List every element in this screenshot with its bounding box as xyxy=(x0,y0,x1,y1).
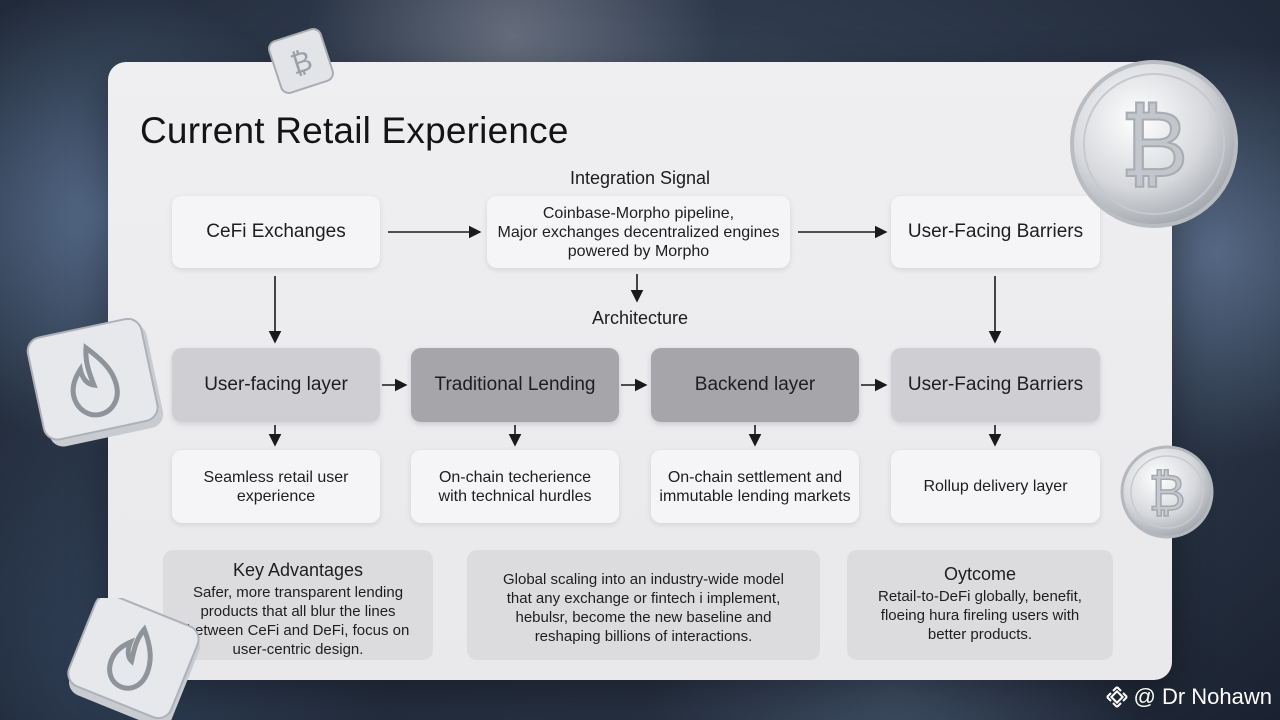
global-line-2: that any exchange or fintech i implement… xyxy=(506,590,781,607)
page-title: Current Retail Experience xyxy=(140,110,569,151)
cefi-exchanges-label: CeFi Exchanges xyxy=(206,221,346,242)
pipeline-line-3: powered by Morpho xyxy=(567,242,710,260)
onchain-settlement-box: On-chain settlement and immutable lendin… xyxy=(651,450,859,523)
author-watermark: @ Dr Nohawn xyxy=(1105,684,1273,710)
rollup-delivery-box: Rollup delivery layer xyxy=(891,450,1100,523)
onchain-line-1: On-chain techerience xyxy=(438,468,592,486)
pipeline-line-1: Coinbase-Morpho pipeline, xyxy=(542,204,735,222)
user-facing-layer-box: User-facing layer xyxy=(172,348,380,422)
integration-signal-label: Integration Signal xyxy=(569,168,711,188)
pipeline-box: Coinbase-Morpho pipeline, Major exchange… xyxy=(487,196,790,268)
barriers-top-label: User-Facing Barriers xyxy=(907,221,1084,242)
traditional-lending-label: Traditional Lending xyxy=(434,374,596,395)
advantages-line-3: between CeFi and DeFi, focus on xyxy=(186,622,410,639)
rollup-label: Rollup delivery layer xyxy=(923,478,1068,495)
global-line-3: hebulsr, become the new baseline and xyxy=(515,609,772,626)
outcome-title: Oytcome xyxy=(943,564,1017,584)
global-line-4: reshaping billions of interactions. xyxy=(534,628,753,645)
watermark-text: @ Dr Nohawn xyxy=(1133,684,1273,709)
seamless-line-1: Seamless retail user xyxy=(203,468,349,486)
barriers-top-box: User-Facing Barriers xyxy=(891,196,1100,268)
svg-text:₿: ₿ xyxy=(1148,464,1185,522)
settlement-line-2: immutable lending markets xyxy=(659,487,851,505)
key-advantages-title: Key Advantages xyxy=(232,560,364,580)
backend-layer-label: Backend layer xyxy=(694,374,816,395)
flame-tile-bottom-icon xyxy=(67,598,200,720)
seamless-line-2: experience xyxy=(236,487,316,505)
cefi-exchanges-box: CeFi Exchanges xyxy=(172,196,380,268)
user-facing-layer-label: User-facing layer xyxy=(204,374,348,395)
advantages-line-1: Safer, more transparent lending xyxy=(192,584,404,601)
pipeline-line-2: Major exchanges decentralized engines xyxy=(497,223,780,241)
outcome-line-3: better products. xyxy=(927,626,1033,643)
seamless-experience-box: Seamless retail user experience xyxy=(172,450,380,523)
traditional-lending-box: Traditional Lending xyxy=(411,348,619,422)
global-scaling-card: Global scaling into an industry-wide mod… xyxy=(467,550,820,660)
barriers-mid-label: User-Facing Barriers xyxy=(907,374,1084,395)
onchain-line-2: with technical hurdles xyxy=(438,487,592,505)
flame-tile-icon xyxy=(26,318,164,447)
backend-layer-box: Backend layer xyxy=(651,348,859,422)
outcome-line-2: floeing hura fireling users with xyxy=(880,607,1080,624)
onchain-hurdles-box: On-chain techerience with technical hurd… xyxy=(411,450,619,523)
barriers-mid-box: User-Facing Barriers xyxy=(891,348,1100,422)
key-advantages-card: Key Advantages Safer, more transparent l… xyxy=(163,550,433,660)
outcome-card: Oytcome Retail-to-DeFi globally, benefit… xyxy=(847,550,1113,660)
advantages-line-2: products that all blur the lines xyxy=(200,603,396,620)
bitcoin-tile-icon: ₿ xyxy=(268,28,334,94)
bitcoin-coin-icon: ₿ xyxy=(1070,60,1238,228)
architecture-label: Architecture xyxy=(591,308,689,328)
binance-logo-icon xyxy=(1105,686,1128,708)
outcome-line-1: Retail-to-DeFi globally, benefit, xyxy=(878,588,1082,605)
settlement-line-1: On-chain settlement and xyxy=(667,468,843,486)
bitcoin-coin-small-icon: ₿ xyxy=(1120,445,1214,539)
advantages-line-4: user-centric design. xyxy=(232,641,364,658)
global-line-1: Global scaling into an industry-wide mod… xyxy=(503,571,784,588)
svg-text:₿: ₿ xyxy=(1120,91,1188,198)
